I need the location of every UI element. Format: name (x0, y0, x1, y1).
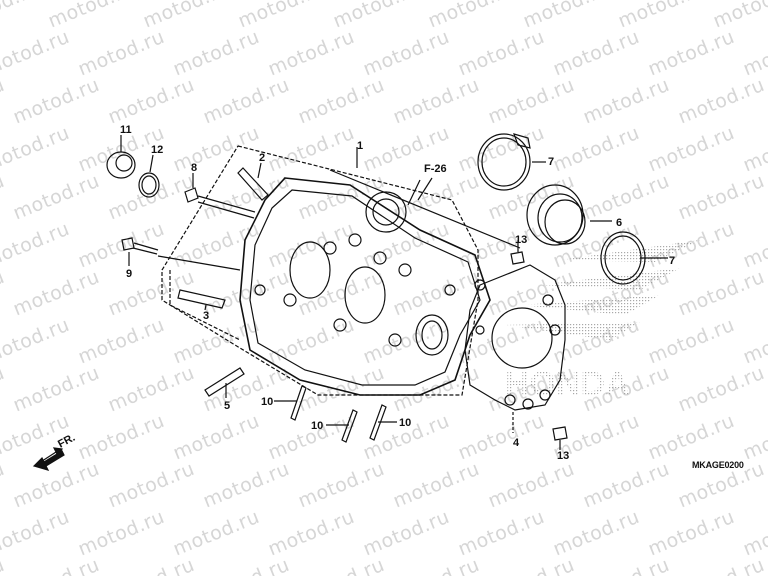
callout-part-4[interactable]: 4 (513, 437, 520, 449)
callout-part-13a[interactable]: 13 (515, 234, 528, 246)
callout-part-7b[interactable]: 7 (669, 255, 676, 267)
callout-part-2[interactable]: 2 (259, 152, 266, 164)
callout-part-3[interactable]: 3 (203, 310, 210, 322)
callout-part-10a[interactable]: 10 (261, 396, 274, 408)
callout-part-13b[interactable]: 13 (557, 450, 570, 462)
callout-part-1[interactable]: 1 (357, 140, 364, 152)
callout-part-12[interactable]: 12 (151, 144, 164, 156)
diagram-code: MKAGE0200 (692, 460, 744, 470)
cross-reference-label[interactable]: F-26 (424, 163, 447, 175)
callout-part-8[interactable]: 8 (191, 162, 198, 174)
honda-wing-logo: HONDA (505, 240, 700, 403)
callout-part-7a[interactable]: 7 (548, 156, 555, 168)
callout-part-10c[interactable]: 10 (399, 417, 412, 429)
linework (32, 133, 668, 471)
callout-part-6[interactable]: 6 (616, 217, 623, 229)
callout-part-5[interactable]: 5 (224, 400, 231, 412)
callout-part-10b[interactable]: 10 (311, 420, 324, 432)
svg-text:HONDA: HONDA (505, 365, 630, 403)
callout-part-11[interactable]: 11 (120, 124, 132, 136)
callout-part-9[interactable]: 9 (126, 268, 133, 280)
